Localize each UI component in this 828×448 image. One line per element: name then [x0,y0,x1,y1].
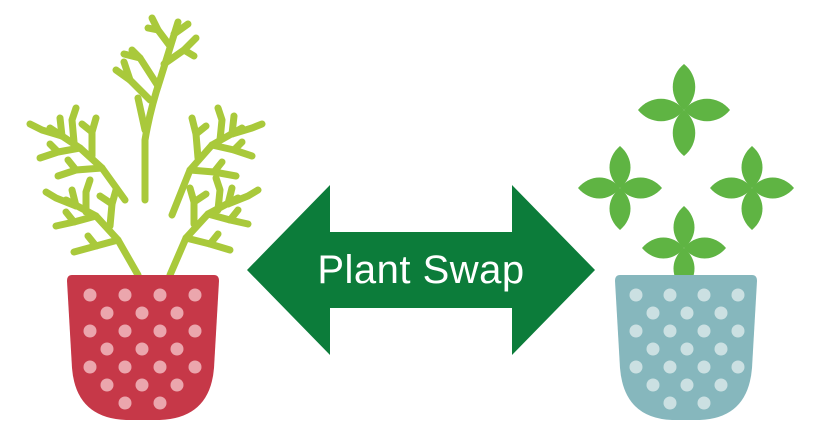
fern-icon [26,14,266,279]
plant-swap-label: Plant Swap [317,247,525,292]
red-dotted-pot-icon [67,275,219,420]
clover-plant-icon [578,64,794,290]
double-arrow-icon [247,185,595,355]
teal-dotted-pot-icon [615,275,757,420]
fern-plant-left [26,14,266,420]
clover-plant-right [578,64,794,420]
